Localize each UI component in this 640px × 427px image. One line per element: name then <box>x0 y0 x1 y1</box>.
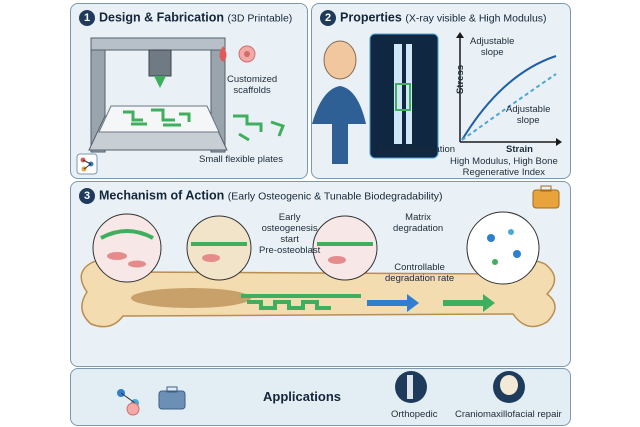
y-axis-label: Stress <box>455 64 467 95</box>
zoom-circle-cells <box>92 213 162 283</box>
applications-title: Applications <box>263 389 342 404</box>
panel2-title-text: Properties <box>340 10 402 25</box>
scaffolds-label: Customized scaffolds <box>227 74 278 96</box>
slope-top-label: Adjustable slope <box>470 36 515 58</box>
3d-printer-icon <box>88 37 228 153</box>
panel3-subtitle: (Early Osteogenic & Tunable Biodegradabi… <box>227 190 443 203</box>
mechanism-illustration <box>80 185 560 328</box>
panel3-title-text: Mechanism of Action <box>99 188 225 203</box>
panel1-title-text: Design & Fabrication <box>99 10 225 25</box>
droplet-icon <box>219 45 256 63</box>
stress-strain-chart <box>456 32 562 146</box>
zoom-circle-particles <box>466 211 540 285</box>
osteogenesis-label: Early osteogenesis start Pre-osteoblast <box>259 212 321 256</box>
panel2-subtitle: (X-ray visible & High Modulus) <box>405 12 547 25</box>
panel-applications: Applications Orthopedic Craniomaxillofac… <box>70 368 571 426</box>
toolbox-icon <box>532 185 560 209</box>
panel-properties: 2 Properties (X-ray visible & High Modulu… <box>311 3 571 179</box>
properties-illustration <box>312 32 562 164</box>
applications-illustration <box>117 371 525 416</box>
panel1-title: 1 Design & Fabrication (3D Printable) <box>79 10 292 26</box>
scaffold-on-bed <box>123 108 191 127</box>
panel-mechanism: 3 Mechanism of Action (Early Osteogenic &… <box>70 181 571 367</box>
bone-scaffold <box>241 294 361 310</box>
panel3-number-badge: 3 <box>79 188 95 204</box>
matrix-degradation-label: Matrix degradation <box>393 212 444 234</box>
zoom-circle-osteogenesis <box>186 215 252 281</box>
panel3-title: 3 Mechanism of Action (Early Osteogenic &… <box>79 188 443 204</box>
xray-label: X-ray visualization <box>378 144 456 155</box>
degradation-arrows <box>367 294 495 312</box>
modulus-caption: High Modulus, High Bone Regenerative Ind… <box>450 156 558 178</box>
toolbox-icon <box>158 386 186 410</box>
panel2-number-badge: 2 <box>320 10 336 26</box>
person-icon <box>312 40 366 164</box>
molecule-icon <box>117 389 140 416</box>
slope-bottom-label: Adjustable slope <box>506 104 551 126</box>
panel-design-fabrication: 1 Design & Fabrication (3D Printable) <box>70 3 308 179</box>
x-axis-label: Strain <box>506 144 533 155</box>
panel2-title: 2 Properties (X-ray visible & High Modulu… <box>320 10 547 26</box>
molecule-icon <box>76 153 98 175</box>
craniomaxillofacial-label: Craniomaxillofacial repair <box>455 409 562 420</box>
printer-illustration <box>76 37 285 175</box>
panel1-subtitle: (3D Printable) <box>227 12 293 25</box>
flexible-plates <box>233 114 285 142</box>
xray-image <box>369 33 439 159</box>
panel1-number-badge: 1 <box>79 10 95 26</box>
bone-shape <box>80 259 556 328</box>
orthopedic-label: Orthopedic <box>391 409 438 420</box>
degradation-rate-label: Controllable degradation rate <box>385 262 455 284</box>
zoom-circle-degradation <box>312 215 378 281</box>
skull-icon <box>493 371 525 403</box>
plates-label: Small flexible plates <box>199 154 283 165</box>
orthopedic-icon <box>395 371 427 403</box>
